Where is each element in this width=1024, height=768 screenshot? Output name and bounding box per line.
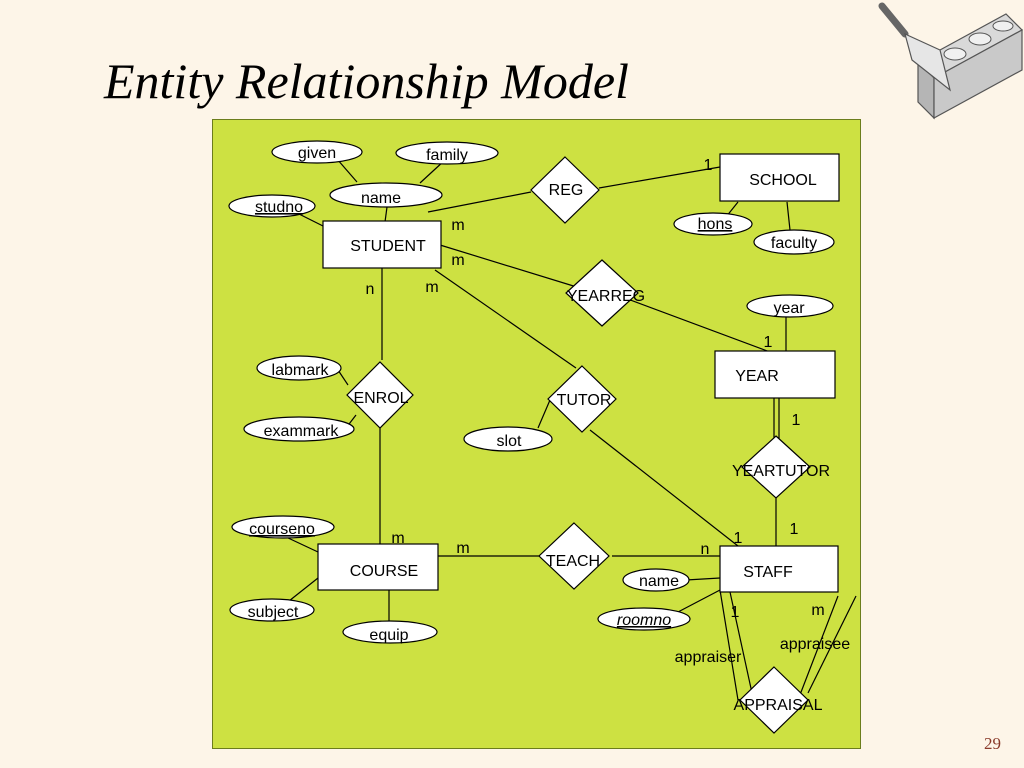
connector-lines bbox=[285, 158, 857, 701]
entity-year: YEAR bbox=[714, 350, 836, 399]
attribute-labmark-ellipse bbox=[256, 355, 342, 381]
relationship-teach: TEACH bbox=[538, 522, 610, 590]
relationship-tutor: TUTOR bbox=[547, 365, 617, 433]
relationship-appraisal: APPRAISAL bbox=[734, 666, 823, 734]
attribute-name-ellipse bbox=[329, 182, 443, 208]
attribute-hons-label: hons bbox=[698, 216, 733, 233]
card-student-yearreg: m bbox=[451, 252, 464, 269]
attribute-faculty-label: faculty bbox=[771, 235, 817, 252]
attribute-given-ellipse bbox=[271, 140, 363, 164]
attribute-courseno-label: courseno bbox=[249, 521, 315, 538]
card-student-reg: m bbox=[451, 217, 464, 234]
entity-student: STUDENT bbox=[322, 220, 442, 269]
relationship-appraisal-label: APPRAISAL bbox=[734, 697, 823, 714]
attribute-subject-ellipse bbox=[229, 598, 315, 622]
attribute-faculty-ellipse bbox=[753, 229, 835, 255]
entity-staff-label: STAFF bbox=[743, 564, 793, 581]
entity-course-label: COURSE bbox=[350, 563, 418, 580]
attribute-slot-label: slot bbox=[497, 433, 522, 450]
relationship-reg-label: REG bbox=[549, 182, 584, 199]
attribute-courseno-ellipse bbox=[231, 515, 335, 539]
attribute-family-label: family bbox=[426, 147, 468, 164]
attribute-labmark-label: labmark bbox=[272, 362, 330, 379]
entity-school: SCHOOL bbox=[719, 153, 840, 202]
attribute-year-ellipse bbox=[746, 294, 834, 318]
attribute-ellipses bbox=[228, 140, 835, 644]
relationship-enrol-label: ENROL bbox=[353, 390, 408, 407]
card-year-yeartutor: 1 bbox=[792, 412, 801, 429]
attribute-studno-label: studno bbox=[255, 199, 303, 216]
attribute-roomno-ellipse bbox=[597, 607, 691, 631]
attribute-roomno-label: roomno bbox=[617, 612, 671, 629]
attribute-year-label: year bbox=[773, 300, 805, 317]
relationship-yearreg-label: YEARREG bbox=[567, 288, 645, 305]
card-enrol-course: m bbox=[391, 530, 404, 547]
card-course-teach: m bbox=[456, 540, 469, 557]
attribute-exammark-ellipse bbox=[243, 416, 355, 442]
relationship-enrol: ENROL bbox=[346, 361, 414, 429]
attribute-studno-ellipse bbox=[228, 194, 316, 218]
relationship-teach-label: TEACH bbox=[546, 553, 600, 570]
entity-year-label: YEAR bbox=[735, 368, 779, 385]
relationship-yeartutor: YEARTUTOR bbox=[732, 435, 830, 499]
card-teach-staff: n bbox=[701, 541, 710, 558]
card-appraisee: m bbox=[811, 602, 824, 619]
role-appraisee: appraisee bbox=[780, 636, 850, 653]
attribute-equip-label: equip bbox=[369, 627, 408, 644]
attribute-given-label: given bbox=[298, 145, 336, 162]
page-number: 29 bbox=[984, 734, 1001, 753]
attribute-equip-ellipse bbox=[342, 620, 438, 644]
card-student-enrol: n bbox=[366, 281, 375, 298]
attribute-staff-name-label: name bbox=[639, 573, 679, 590]
attribute-hons-ellipse bbox=[673, 212, 753, 236]
entity-staff: STAFF bbox=[719, 545, 839, 593]
card-yeartutor-staff: 1 bbox=[790, 521, 799, 538]
relationship-reg: REG bbox=[530, 156, 600, 224]
attribute-subject-label: subject bbox=[248, 604, 299, 621]
attribute-name-label: name bbox=[361, 190, 401, 207]
card-reg-school: 1 bbox=[704, 157, 713, 174]
attribute-slot-ellipse bbox=[463, 426, 553, 452]
attribute-staff-name-ellipse bbox=[622, 568, 690, 592]
relationship-tutor-label: TUTOR bbox=[557, 392, 612, 409]
card-yearreg-year: 1 bbox=[764, 334, 773, 351]
role-appraiser: appraiser bbox=[675, 649, 742, 666]
attribute-family-ellipse bbox=[395, 141, 499, 165]
card-appraiser: 1 bbox=[731, 604, 740, 621]
card-student-tutor: m bbox=[425, 279, 438, 296]
trowel-and-brick-icon bbox=[878, 2, 1023, 120]
relationship-yearreg: YEARREG bbox=[565, 259, 645, 327]
card-tutor-staff: 1 bbox=[734, 530, 743, 547]
attribute-exammark-label: exammark bbox=[264, 423, 340, 440]
entity-school-label: SCHOOL bbox=[749, 172, 817, 189]
relationship-yeartutor-label: YEARTUTOR bbox=[732, 463, 830, 480]
entity-student-label: STUDENT bbox=[350, 238, 426, 255]
entity-course: COURSE bbox=[317, 543, 439, 591]
slide-title: Entity Relationship Model bbox=[104, 53, 629, 109]
